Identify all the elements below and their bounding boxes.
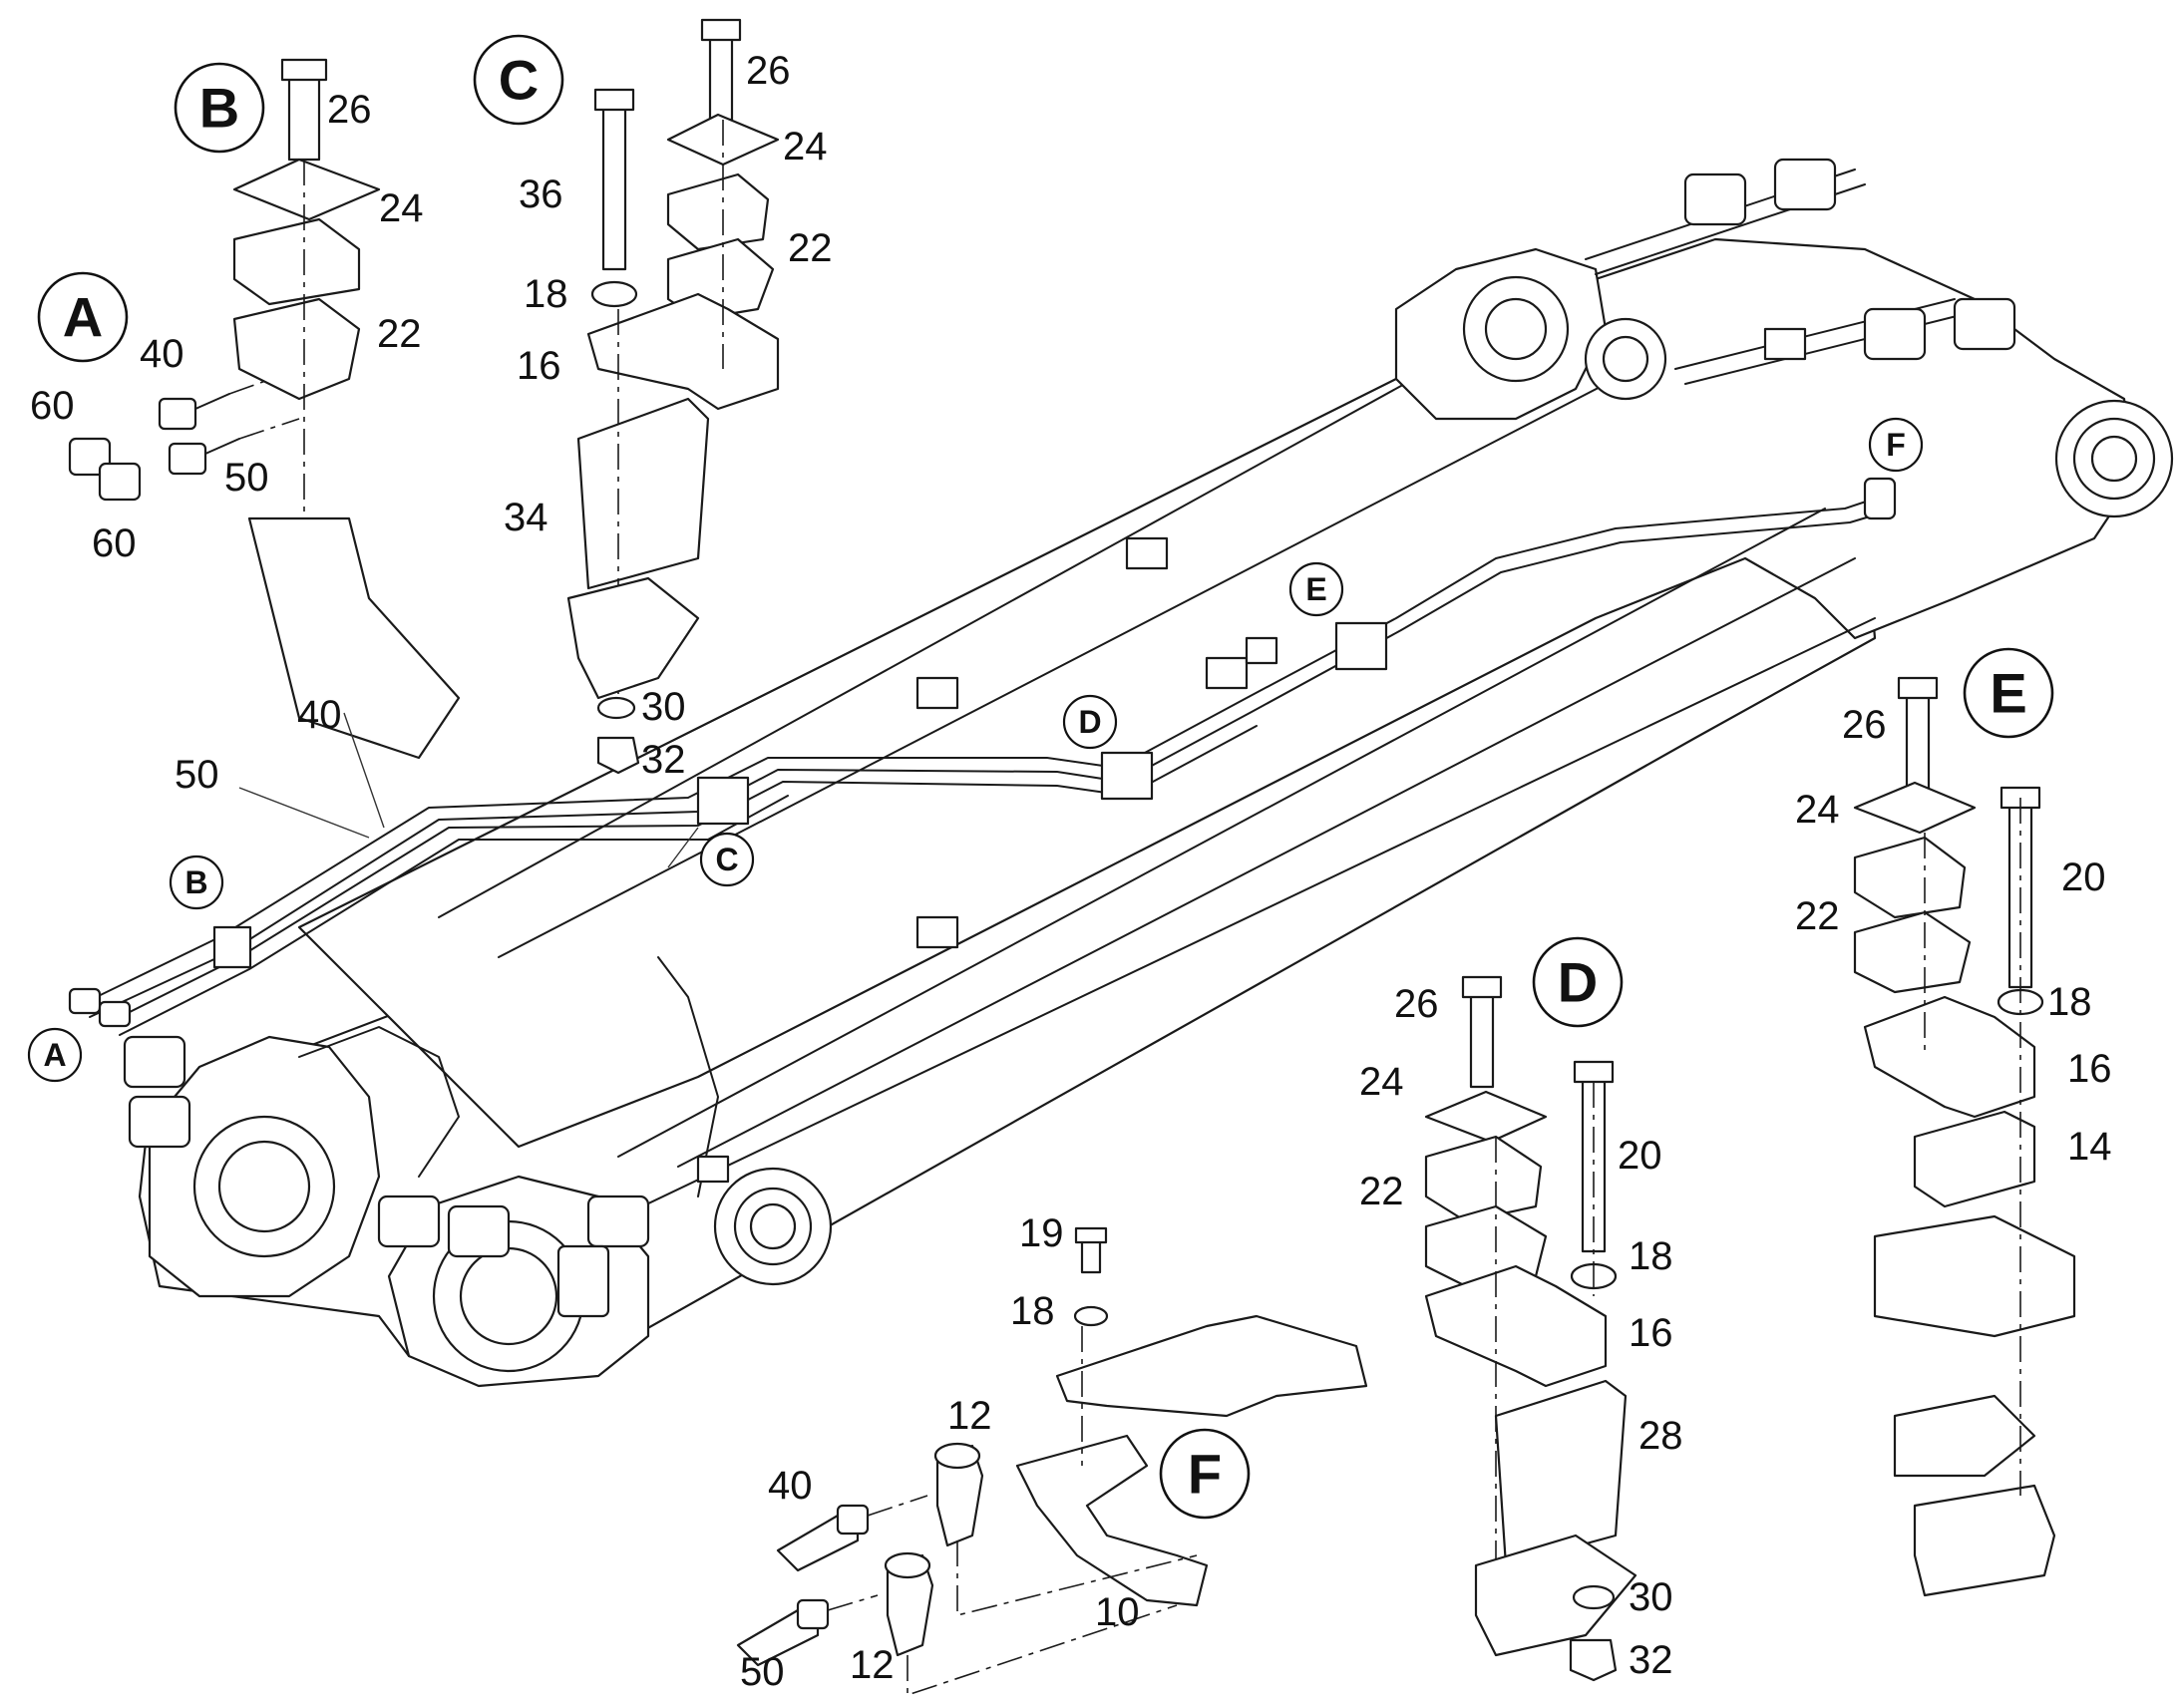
hydraulic-lines <box>68 477 1897 1036</box>
part-number-labels: 60 60 40 50 26 24 22 26 24 22 36 18 16 3… <box>30 49 2112 1694</box>
detail-e-clamp-stack <box>1853 676 2076 1597</box>
callout-e-large: E <box>1963 647 2054 739</box>
label-24: 24 <box>379 186 424 230</box>
detail-c-clamp-stack <box>566 18 780 775</box>
label-22: 22 <box>1359 1170 1404 1213</box>
label-40: 40 <box>297 693 342 737</box>
label-60: 60 <box>30 384 75 428</box>
detail-b-clamp-stack <box>232 58 461 760</box>
label-24: 24 <box>1359 1060 1404 1104</box>
label-50: 50 <box>740 1650 785 1694</box>
boom-assembly <box>123 158 2174 1388</box>
label-16: 16 <box>517 344 561 388</box>
detail-a-fittings <box>68 368 300 502</box>
label-24: 24 <box>1795 788 1840 832</box>
callout-e-small: E <box>1288 561 1344 617</box>
label-32: 32 <box>641 738 686 782</box>
label-16: 16 <box>1629 1311 1673 1355</box>
svg-text:D: D <box>1558 951 1598 1014</box>
callout-c-large: C <box>473 34 564 126</box>
callout-d-small: D <box>1062 694 1118 750</box>
svg-text:C: C <box>715 842 738 877</box>
label-26: 26 <box>746 49 791 93</box>
svg-text:E: E <box>1990 662 2026 725</box>
label-16: 16 <box>2067 1047 2112 1091</box>
label-60: 60 <box>92 521 137 565</box>
callout-b-small: B <box>169 854 224 910</box>
callouts: A B C D E F A B <box>27 34 2054 1520</box>
label-18: 18 <box>1629 1234 1673 1278</box>
label-19: 19 <box>1019 1211 1064 1255</box>
label-20: 20 <box>1618 1134 1662 1178</box>
svg-text:A: A <box>43 1037 66 1073</box>
label-34: 34 <box>504 496 548 539</box>
label-30: 30 <box>641 685 686 729</box>
label-12: 12 <box>947 1394 992 1438</box>
label-36: 36 <box>519 172 563 216</box>
callout-a-small: A <box>27 1027 83 1083</box>
svg-text:E: E <box>1305 571 1326 607</box>
label-40: 40 <box>768 1464 813 1508</box>
label-18: 18 <box>1010 1289 1055 1333</box>
label-32: 32 <box>1629 1638 1673 1682</box>
label-28: 28 <box>1638 1414 1683 1458</box>
leader-lines <box>238 712 699 868</box>
label-50: 50 <box>175 753 219 797</box>
callout-d-large: D <box>1532 936 1624 1028</box>
label-20: 20 <box>2061 855 2106 899</box>
label-26: 26 <box>1842 703 1887 747</box>
svg-text:F: F <box>1188 1443 1222 1506</box>
svg-text:B: B <box>199 77 239 140</box>
label-22: 22 <box>1795 894 1840 938</box>
label-18: 18 <box>2047 980 2092 1024</box>
label-26: 26 <box>327 88 372 132</box>
svg-text:F: F <box>1886 427 1906 463</box>
callout-f-small: F <box>1868 417 1924 473</box>
label-12: 12 <box>850 1643 895 1687</box>
label-10: 10 <box>1095 1590 1140 1634</box>
label-22: 22 <box>788 226 833 270</box>
label-26: 26 <box>1394 982 1439 1026</box>
label-24: 24 <box>783 125 828 169</box>
detail-d-clamp-stack <box>1424 975 1637 1682</box>
callout-c-small: C <box>699 832 755 887</box>
callout-b-large: B <box>174 62 265 154</box>
label-30: 30 <box>1629 1575 1673 1619</box>
label-14: 14 <box>2067 1125 2112 1169</box>
svg-text:D: D <box>1078 704 1101 740</box>
label-40: 40 <box>140 332 184 376</box>
detail-f-bracket <box>736 1226 1368 1697</box>
label-18: 18 <box>524 272 568 316</box>
svg-text:A: A <box>63 286 103 349</box>
callout-a-large: A <box>37 271 129 363</box>
svg-text:B: B <box>184 864 207 900</box>
label-22: 22 <box>377 312 422 356</box>
svg-text:C: C <box>499 49 539 112</box>
label-50: 50 <box>224 456 269 500</box>
callout-f-large: F <box>1159 1428 1251 1520</box>
